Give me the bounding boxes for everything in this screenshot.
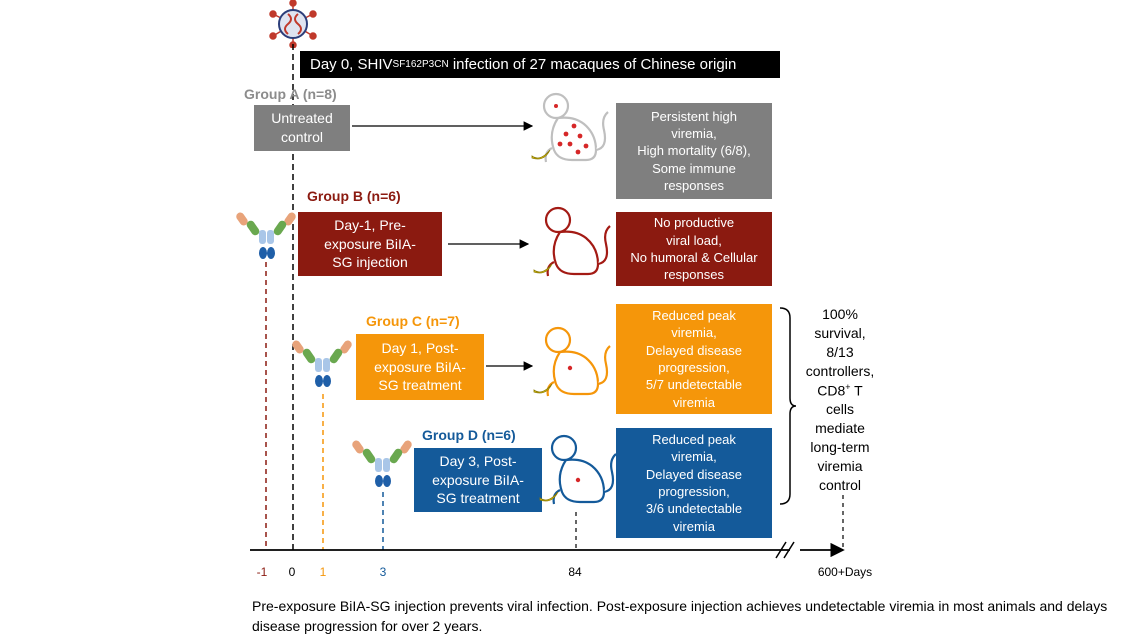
group-d-treatment: Day 3, Post- exposure BiIA- SG treatment: [414, 448, 542, 512]
monkey-icon-a: [531, 92, 609, 163]
header-suffix: infection of 27 macaques of Chinese orig…: [448, 56, 737, 73]
group-c-label: Group C (n=7): [366, 313, 460, 329]
monkey-icon-b: [533, 206, 611, 277]
antibody-icon-c: [292, 340, 352, 387]
summary-line1: 100% survival, 8/13 controllers, CD8: [805, 306, 875, 399]
tick-day-3: 3: [379, 565, 387, 579]
antibody-shape: [236, 212, 296, 259]
group-a-treatment-text: Untreated control: [271, 110, 333, 145]
figure-caption: Pre-exposure BiIA-SG injection prevents …: [252, 598, 1108, 635]
tick-day-84: 84: [568, 565, 582, 579]
group-c-treatment-text: Day 1, Post- exposure BiIA- SG treatment: [374, 339, 466, 394]
antibody-icon-b: [236, 212, 296, 259]
group-c-treatment: Day 1, Post- exposure BiIA- SG treatment: [356, 334, 484, 400]
group-d-treatment-text: Day 3, Post- exposure BiIA- SG treatment: [432, 452, 524, 507]
group-b-outcome: No productive viral load, No humoral & C…: [616, 212, 772, 286]
antibody-icon-d: [352, 440, 412, 487]
group-c-outcome: Reduced peak viremia, Delayed disease pr…: [616, 304, 772, 414]
banana-icon: [531, 149, 551, 160]
virus-icon: [269, 0, 317, 48]
tick-day-minus1: -1: [256, 565, 268, 579]
group-d-outcome: Reduced peak viremia, Delayed disease pr…: [616, 428, 772, 538]
group-b-outcome-text: No productive viral load, No humoral & C…: [630, 215, 758, 283]
group-c-outcome-text: Reduced peak viremia, Delayed disease pr…: [645, 308, 743, 410]
summary-bracket: [779, 307, 797, 505]
summary-line2: T cells mediate long-term viremia contro…: [810, 382, 870, 493]
group-d-outcome-text: Reduced peak viremia, Delayed disease pr…: [645, 432, 743, 534]
monkey-icon-c: [533, 326, 611, 397]
summary-text: 100% survival, 8/13 controllers, CD8+ T …: [795, 305, 885, 495]
monkey-icon-d: [539, 434, 617, 505]
group-a-treatment: Untreated control: [254, 105, 350, 151]
group-a-outcome: Persistent high viremia, High mortality …: [616, 103, 772, 199]
axis-break: [775, 541, 787, 559]
tick-day-600: 600+Days: [817, 565, 873, 579]
group-b-treatment: Day-1, Pre- exposure BiIA- SG injection: [298, 212, 442, 276]
tick-day-0: 0: [288, 565, 296, 579]
header-prefix: Day 0, SHIV: [310, 56, 393, 73]
group-b-treatment-text: Day-1, Pre- exposure BiIA- SG injection: [324, 216, 416, 271]
group-a-outcome-text: Persistent high viremia, High mortality …: [637, 108, 751, 193]
header-strain: SF162P3CN: [392, 59, 449, 70]
tick-day-1: 1: [319, 565, 327, 579]
group-b-label: Group B (n=6): [307, 188, 401, 204]
group-a-label: Group A (n=8): [244, 86, 337, 102]
summary-sup: +: [845, 381, 851, 392]
group-d-label: Group D (n=6): [422, 427, 516, 443]
